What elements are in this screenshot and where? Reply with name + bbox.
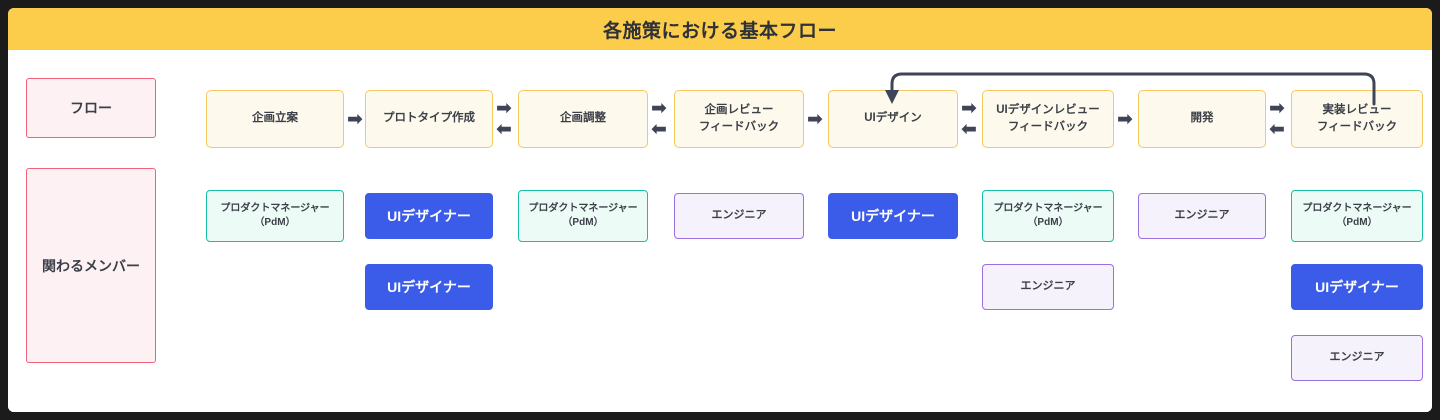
- flow-step-8[interactable]: 実装レビューフィードバック: [1291, 90, 1423, 148]
- member-box-label: プロダクトマネージャー（PdM）: [528, 202, 638, 229]
- arrow-bidirectional: ➡⬅: [648, 90, 670, 148]
- arrow-left-icon: ⬅: [496, 119, 512, 140]
- row-label-flow-text: フロー: [70, 100, 112, 116]
- member-box-engineer[interactable]: エンジニア: [982, 264, 1114, 310]
- flow-step-2[interactable]: プロトタイプ作成: [365, 90, 493, 148]
- flow-step-4[interactable]: 企画レビューフィードバック: [674, 90, 804, 148]
- member-box-label: エンジニア: [711, 209, 767, 222]
- member-box-label: プロダクトマネージャー（PdM）: [1302, 202, 1412, 229]
- flow-step-label: 企画調整: [560, 112, 606, 125]
- flow-step-1[interactable]: 企画立案: [206, 90, 344, 148]
- arrow-bidirectional: ➡⬅: [958, 90, 980, 148]
- flow-step-label: 企画レビューフィードバック: [698, 103, 780, 133]
- flow-step-7[interactable]: 開発: [1138, 90, 1266, 148]
- arrow-left-icon: ⬅: [961, 119, 977, 140]
- flow-step-6[interactable]: UIデザインレビューフィードバック: [982, 90, 1114, 148]
- row-label-members: 関わるメンバー: [26, 168, 156, 363]
- arrow-right-icon: ➡: [496, 98, 512, 119]
- member-box-pdm[interactable]: プロダクトマネージャー（PdM）: [206, 190, 344, 242]
- member-box-pdm[interactable]: プロダクトマネージャー（PdM）: [518, 190, 648, 242]
- member-box-pdm[interactable]: プロダクトマネージャー（PdM）: [1291, 190, 1423, 242]
- arrow-right-icon: ➡: [807, 108, 823, 130]
- member-box-label: エンジニア: [1329, 351, 1385, 364]
- member-box-label: UIデザイナー: [851, 207, 935, 224]
- member-box-label: UIデザイナー: [387, 207, 471, 224]
- member-box-label: エンジニア: [1174, 209, 1230, 222]
- member-box-designer[interactable]: UIデザイナー: [365, 264, 493, 310]
- member-box-designer[interactable]: UIデザイナー: [365, 193, 493, 239]
- arrow-bidirectional: ➡⬅: [493, 90, 515, 148]
- arrow-left-icon: ⬅: [651, 119, 667, 140]
- member-box-engineer[interactable]: エンジニア: [674, 193, 804, 239]
- arrow-bidirectional: ➡⬅: [1266, 90, 1288, 148]
- flow-step-label: 企画立案: [252, 112, 298, 125]
- arrow-forward: ➡: [804, 90, 826, 148]
- member-box-engineer[interactable]: エンジニア: [1291, 335, 1423, 381]
- member-box-label: UIデザイナー: [1315, 278, 1399, 295]
- flow-step-5[interactable]: UIデザイン: [828, 90, 958, 148]
- member-box-label: プロダクトマネージャー（PdM）: [220, 202, 330, 229]
- arrow-right-icon: ➡: [1117, 108, 1133, 130]
- arrow-left-icon: ⬅: [1269, 119, 1285, 140]
- arrow-right-icon: ➡: [1269, 98, 1285, 119]
- arrow-forward: ➡: [1114, 90, 1136, 148]
- row-label-members-text: 関わるメンバー: [42, 257, 140, 274]
- row-label-flow: フロー: [26, 78, 156, 138]
- title-banner: 各施策における基本フロー: [8, 8, 1432, 50]
- flow-step-label: UIデザイン: [864, 112, 922, 125]
- member-box-label: エンジニア: [1020, 280, 1076, 293]
- flow-step-label: 実装レビューフィードバック: [1316, 103, 1398, 133]
- arrow-right-icon: ➡: [961, 98, 977, 119]
- diagram-canvas: フロー 関わるメンバー 企画立案 プロトタイプ作成 企画調整 企画レビューフィードバッ…: [8, 50, 1432, 412]
- flow-step-label: 開発: [1190, 112, 1214, 125]
- member-box-pdm[interactable]: プロダクトマネージャー（PdM）: [982, 190, 1114, 242]
- flow-step-3[interactable]: 企画調整: [518, 90, 648, 148]
- member-box-label: UIデザイナー: [387, 278, 471, 295]
- arrow-right-icon: ➡: [347, 108, 363, 130]
- page-title: 各施策における基本フロー: [602, 20, 837, 42]
- arrow-forward: ➡: [344, 90, 366, 148]
- member-box-label: プロダクトマネージャー（PdM）: [993, 202, 1103, 229]
- member-box-designer[interactable]: UIデザイナー: [1291, 264, 1423, 310]
- member-box-engineer[interactable]: エンジニア: [1138, 193, 1266, 239]
- flow-step-label: UIデザインレビューフィードバック: [996, 103, 1100, 133]
- member-box-designer[interactable]: UIデザイナー: [828, 193, 958, 239]
- arrow-right-icon: ➡: [651, 98, 667, 119]
- flow-step-label: プロトタイプ作成: [383, 112, 475, 125]
